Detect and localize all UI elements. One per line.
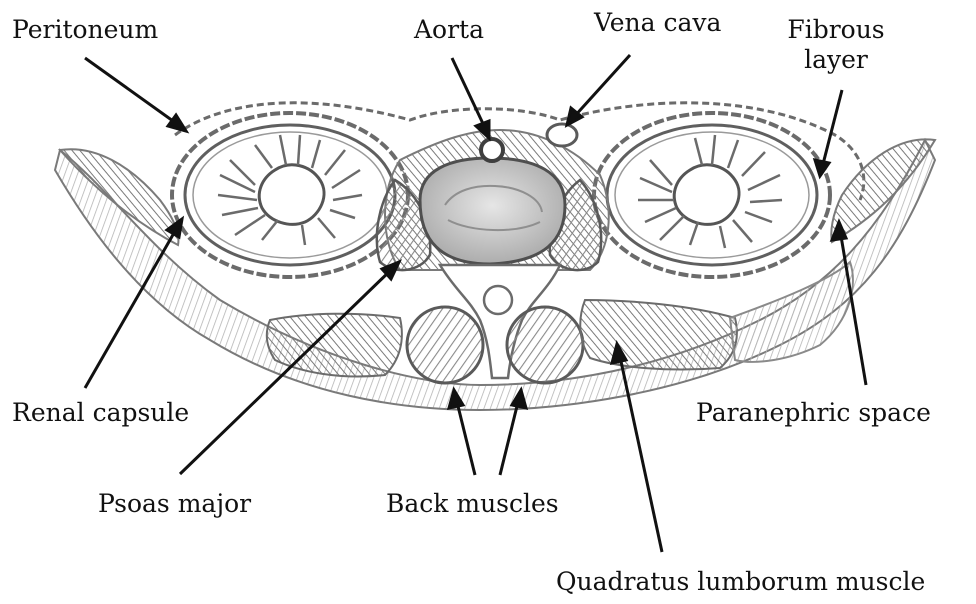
right-quadratus-lumborum bbox=[580, 300, 737, 370]
label-paranephric-space: Paranephric space bbox=[696, 400, 931, 425]
right-kidney bbox=[594, 113, 830, 277]
left-back-muscle bbox=[407, 307, 483, 383]
label-vena-cava: Vena cava bbox=[594, 10, 721, 35]
arrow-peritoneum bbox=[85, 58, 180, 126]
label-psoas-major: Psoas major bbox=[98, 491, 251, 516]
label-renal-capsule: Renal capsule bbox=[12, 400, 189, 425]
label-quadratus-lumborum: Quadratus lumborum muscle bbox=[556, 569, 925, 594]
label-aorta: Aorta bbox=[414, 17, 484, 42]
label-fibrous-line2: layer bbox=[780, 45, 892, 75]
label-back-muscles: Back muscles bbox=[386, 491, 559, 516]
arrow-aorta bbox=[452, 58, 486, 130]
vena-cava-vessel bbox=[547, 124, 577, 146]
label-fibrous-line1: Fibrous bbox=[780, 15, 892, 45]
vertebral-body bbox=[420, 158, 565, 264]
right-back-muscle bbox=[507, 307, 583, 383]
label-fibrous-layer: Fibrous layer bbox=[780, 15, 892, 75]
aorta-vessel bbox=[481, 139, 503, 161]
far-right-muscle bbox=[730, 262, 853, 362]
left-kidney bbox=[172, 113, 408, 277]
label-peritoneum: Peritoneum bbox=[12, 17, 158, 42]
